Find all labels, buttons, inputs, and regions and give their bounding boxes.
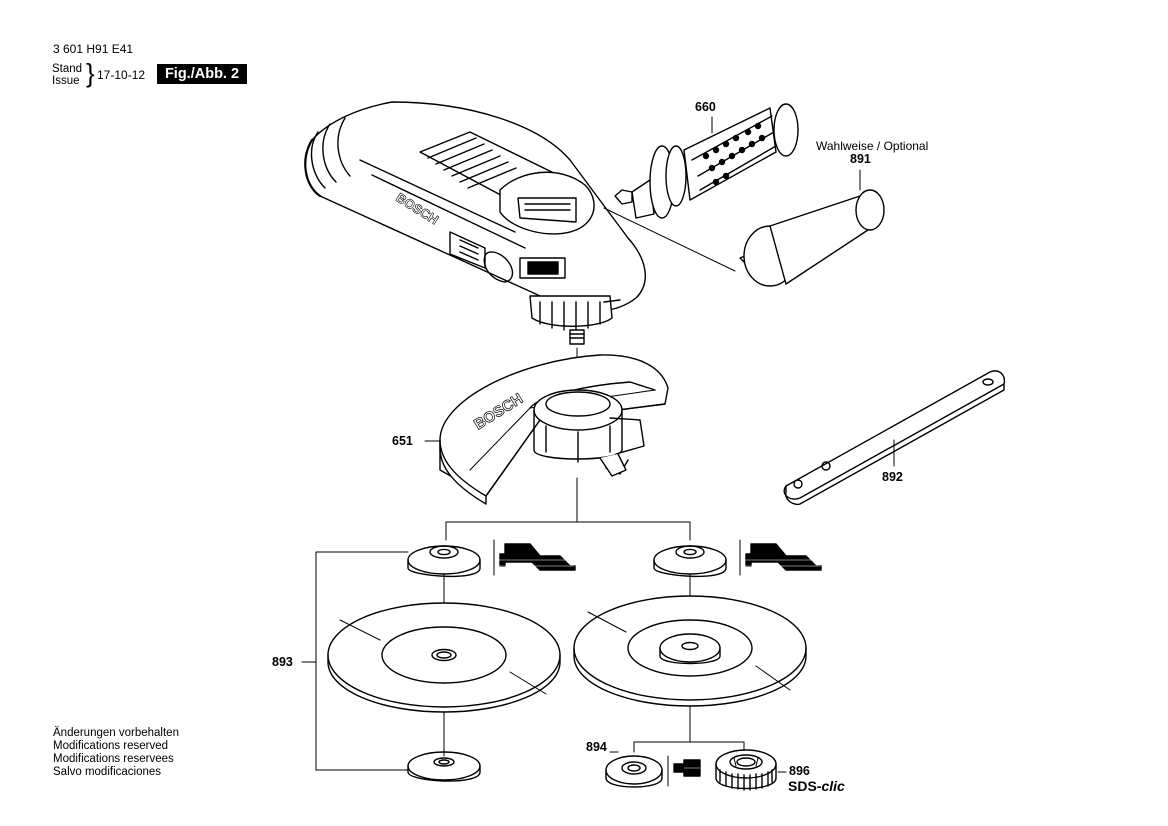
issue-label: Issue (52, 75, 80, 87)
sds-clic-label: SDS-clic (788, 778, 845, 794)
note-line-de: Änderungen vorbehalten (53, 727, 179, 739)
angle-grinder: BOSCH (304, 101, 646, 345)
nut-profile (667, 755, 701, 787)
flange-right-top (653, 545, 727, 578)
wheel-guard: BOSCH (439, 354, 669, 505)
flange-profile-left (493, 539, 576, 576)
stand-label: Stand (52, 63, 83, 75)
quick-nut-896 (715, 749, 777, 791)
optional-label: Wahlweise / Optional (816, 139, 929, 153)
part-label-896: 896 (789, 764, 810, 778)
sds-prefix: SDS- (788, 778, 822, 794)
flange-profile-right (739, 539, 822, 576)
note-line-fr: Modifications reservees (53, 753, 174, 765)
grinding-disc-left (327, 602, 561, 713)
issue-date: 17-10-12 (97, 68, 146, 82)
sds-suffix: clic (821, 778, 845, 794)
part-label-894: 894 (586, 740, 607, 754)
flange-nut-894 (605, 755, 663, 788)
handle-891 (739, 189, 885, 287)
part-label-651: 651 (392, 434, 413, 448)
grinding-disc-right (573, 595, 807, 707)
modification-notes: Änderungen vorbehalten Modifications res… (53, 727, 179, 779)
handle-660 (614, 103, 799, 219)
brace-glyph: } (86, 58, 95, 88)
part-label-891: 891 (850, 152, 871, 166)
document-code: 3 601 H91 E41 (53, 42, 134, 56)
part-label-892: 892 (882, 470, 903, 484)
part-label-893: 893 (272, 655, 293, 669)
stand-issue-label: Stand Issue (52, 63, 82, 87)
note-line-en: Modifications reserved (53, 740, 169, 752)
flange-left-top (407, 545, 481, 578)
figure-label: Fig./Abb. 2 (157, 64, 247, 84)
part-label-660: 660 (695, 100, 716, 114)
wrench-892 (783, 370, 1006, 506)
note-line-es: Salvo modificaciones (53, 766, 162, 778)
